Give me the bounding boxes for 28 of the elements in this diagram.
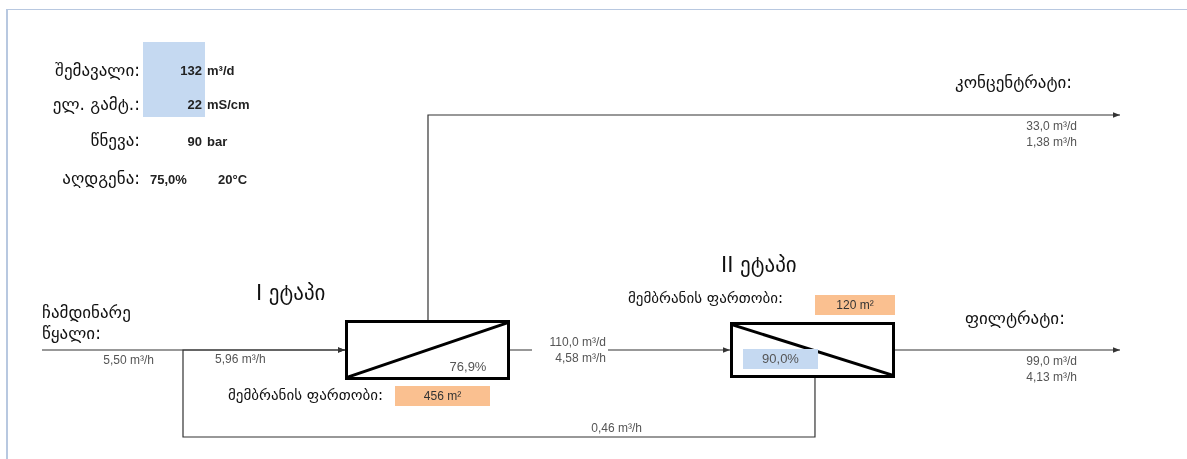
parameter-value: 22 [187,97,202,112]
parameter-label: ელ. გამტ.: [52,94,140,114]
flow-label: 5,96 m³/h [215,352,266,366]
area-value: 120 m² [815,295,895,315]
recovery-value: 76,9% [448,358,488,376]
stage-title: I ეტაპი [256,281,326,305]
edge-label: 110,0 m³/d 4,58 m³/h [532,334,608,366]
area-label: მემბრანის ფართობი: [628,289,784,307]
area-value: 456 m² [395,386,490,406]
flow-arrow [427,112,1121,321]
flow-arrow [894,347,1121,353]
unit-label: mS/cm [207,97,250,112]
parameter-value: 132 [180,63,202,78]
recovery-value: 90,0% [743,349,818,369]
stream-label: კონცენტრატი: [955,72,1120,115]
parameter-value: 90 [187,134,202,149]
area-label: მემბრანის ფართობი: [228,386,384,404]
flow-arrow [182,347,816,438]
unit-label: m³/d [207,63,235,78]
parameter-value: 75,0% [150,172,187,187]
stage-title: II ეტაპი [721,253,797,277]
parameter-label: აღდგენა: [62,168,140,188]
unit-label: bar [207,134,228,149]
parameter-label: შემავალი: [55,60,140,80]
parameter-value: 20°C [218,172,248,187]
stream-label: ჩამდინარე წყალი: [42,302,152,350]
stream-label: ფილტრატი: [965,308,1120,350]
parameter-label: წნევა: [90,130,140,150]
